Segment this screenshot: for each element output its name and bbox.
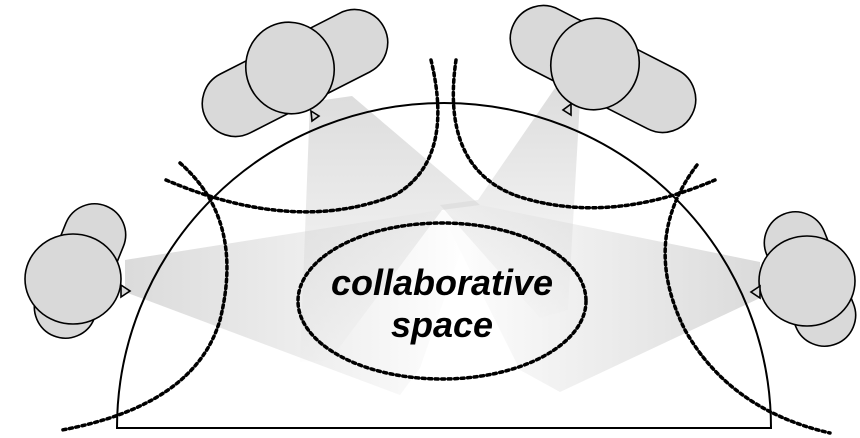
person-icon-left	[24, 203, 132, 339]
person-nose	[561, 102, 572, 117]
collaborative-space-label: collaborative space	[300, 262, 584, 346]
semicircle-table-outline	[115, 102, 773, 429]
person-head	[758, 235, 856, 327]
person-nose	[749, 284, 761, 300]
person-icon-top-left	[201, 8, 389, 138]
person-icon-right	[749, 211, 857, 347]
person-nose	[310, 109, 321, 123]
label-line-2: space	[390, 304, 494, 345]
personal-space-boundary-top-right	[451, 58, 717, 210]
person-head	[24, 233, 122, 325]
personal-space-boundary-left	[60, 161, 229, 432]
person-icon-top-right	[509, 4, 697, 134]
person-head	[549, 17, 641, 111]
collaborative-space-boundary	[296, 221, 588, 381]
personal-space-boundary-right	[663, 163, 832, 435]
label-line-1: collaborative	[330, 262, 554, 303]
person-head	[244, 21, 336, 115]
view-beam-right	[440, 205, 760, 392]
personal-space-boundary-top-left	[164, 58, 440, 214]
person-nose	[120, 283, 132, 299]
